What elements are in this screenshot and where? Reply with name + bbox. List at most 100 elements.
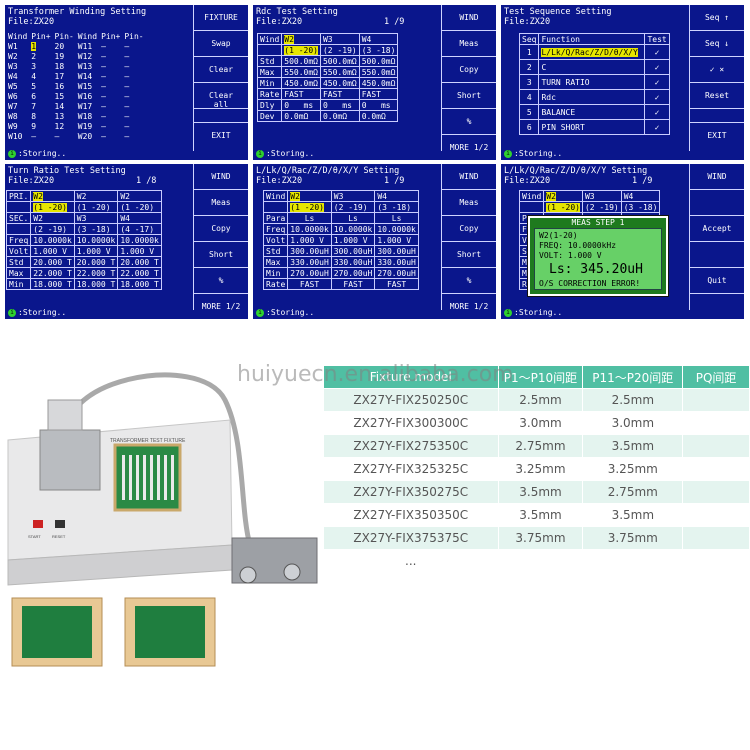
softkey-percent[interactable]: % [194,268,248,294]
softkey-short[interactable]: Short [442,83,496,109]
softkey-more[interactable]: MORE 1/2 [449,302,489,311]
selected-pins: (1 -20) [284,45,318,55]
selected-pins: (1 -20) [33,202,67,212]
softkey-more[interactable]: MORE 1/2 [449,143,489,152]
softkey-wind[interactable]: WIND [442,5,496,31]
status-bar: i:Storing.. [256,149,314,159]
softkey-wind[interactable]: WIND [442,164,496,190]
softkey-sidebar: WIND Meas Copy Short % MORE 1/2 [441,164,496,311]
col-header-model: Fixture model [323,365,499,389]
softkey-reset[interactable]: Reset [690,83,744,109]
watermark: huiyuecn.en.alibaba.com [237,362,514,387]
softkey-percent[interactable]: % [442,109,496,135]
status-bar: i:Storing.. [8,308,66,318]
screen-title: L/Lk/Q/Rac/Z/D/θ/X/Y Setting File:ZX20 1… [256,166,405,186]
softkey-meas[interactable]: Meas [194,190,248,216]
softkey-clear-all[interactable]: Clear all [194,83,248,109]
selected-winding[interactable]: W2 [290,191,300,201]
softkey-copy[interactable]: Copy [442,216,496,242]
reset-label: RESET [52,534,66,539]
reset-button[interactable] [55,520,65,528]
table-row: ... [323,549,750,573]
softkey-copy[interactable]: Copy [194,216,248,242]
softkey-short[interactable]: Short [194,242,248,268]
status-bar: i:Storing.. [256,308,314,318]
info-icon: i [256,149,264,158]
selected-winding[interactable]: W2 [284,34,294,44]
screen-title: Test Sequence Setting File:ZX20 [504,7,612,27]
info-icon: i [504,149,512,158]
screen-title: Turn Ratio Test Setting File:ZX20 1 /8 [8,166,157,186]
inductance-setting-screen: L/Lk/Q/Rac/Z/D/θ/X/Y Setting File:ZX20 1… [253,164,496,319]
softkey-clear[interactable]: Clear [194,57,248,83]
fixture-photo: TRANSFORMER TEST FIXTURE START RESET [7,372,318,667]
softkey-exit[interactable]: EXIT [211,131,231,140]
winding-label: W2(1-20) [539,231,578,240]
softkey-accept[interactable]: Accept [690,216,744,242]
info-icon: i [256,308,264,317]
softkey-sidebar: WIND Meas Copy Short % MORE 1/2 [441,5,496,152]
softkey-more[interactable]: MORE 1/2 [201,302,241,311]
info-icon: i [8,308,16,317]
fixture-spec-table: Fixture model P1～P10间距 P11～P20间距 PQ间距 ZX… [323,365,750,573]
col-header-pq: PQ间距 [682,365,750,389]
screen-title: Rdc Test Setting File:ZX20 1 /9 [256,7,405,27]
screen-title: L/Lk/Q/Rac/Z/D/θ/X/Y Setting File:ZX20 1… [504,166,653,186]
frequency-label: FREQ: 10.0000kHz [539,241,617,250]
softkey-wind[interactable]: WIND [690,164,744,190]
selected-pins: (1 -20) [290,202,324,212]
start-label: START [28,534,41,539]
turn-ratio-screen: Turn Ratio Test Setting File:ZX20 1 /8 P… [5,164,248,319]
selected-cell[interactable]: 1 [31,41,37,51]
status-bar: i:Storing.. [504,308,562,318]
softkey-quit[interactable]: Quit [690,268,744,294]
info-icon: i [8,149,16,158]
softkey-wind[interactable]: WIND [194,164,248,190]
softkey-sidebar: Seq ↑ Seq ↓ ✓ × Reset EXIT [689,5,744,151]
start-button[interactable] [33,520,43,528]
softkey-fixture[interactable]: FIXTURE [194,5,248,31]
softkey-sidebar: WIND Accept Quit [689,164,744,310]
selected-function[interactable]: L/Lk/Q/Rac/Z/D/θ/X/Y [541,47,638,57]
softkey-short[interactable]: Short [442,242,496,268]
selected-winding[interactable]: W2 [546,191,556,201]
status-bar: i:Storing.. [8,149,66,159]
selected-pins: (1 -20) [546,202,580,212]
voltage-label: VOLT: 1.000 V [539,251,602,260]
softkey-seq-up[interactable]: Seq ↑ [690,5,744,31]
softkey-copy[interactable]: Copy [442,57,496,83]
meas-step-dialog: MEAS STEP 1 W2(1-20) FREQ: 10.0000kHz VO… [527,215,669,297]
softkey-toggle[interactable]: ✓ × [690,57,744,83]
screen-title: Transformer Winding Setting File:ZX20 [8,7,147,27]
selected-primary[interactable]: W2 [33,191,43,201]
softkey-meas[interactable]: Meas [442,190,496,216]
softkey-exit[interactable]: EXIT [707,131,727,140]
softkey-sidebar: FIXTURE Swap Clear Clear all EXIT [193,5,248,151]
softkey-percent[interactable]: % [442,268,496,294]
softkey-swap[interactable]: Swap [194,31,248,57]
winding-setting-screen: Transformer Winding Setting File:ZX20 Wi… [5,5,248,160]
col-header-p11-p20: P11～P20间距 [582,365,684,389]
measured-value: Ls: 345.20uH [549,262,643,277]
dialog-body: W2(1-20) FREQ: 10.0000kHz VOLT: 1.000 V … [534,228,662,290]
softkey-empty [690,109,744,123]
softkey-empty [690,190,744,216]
col-header-p1-p10: P1～P10间距 [497,365,584,389]
info-icon: i [504,308,512,317]
softkey-empty [194,109,248,123]
softkey-meas[interactable]: Meas [442,31,496,57]
status-bar: i:Storing.. [504,149,562,159]
softkey-seq-down[interactable]: Seq ↓ [690,31,744,57]
error-message: O/S CORRECTION ERROR! [539,279,641,288]
